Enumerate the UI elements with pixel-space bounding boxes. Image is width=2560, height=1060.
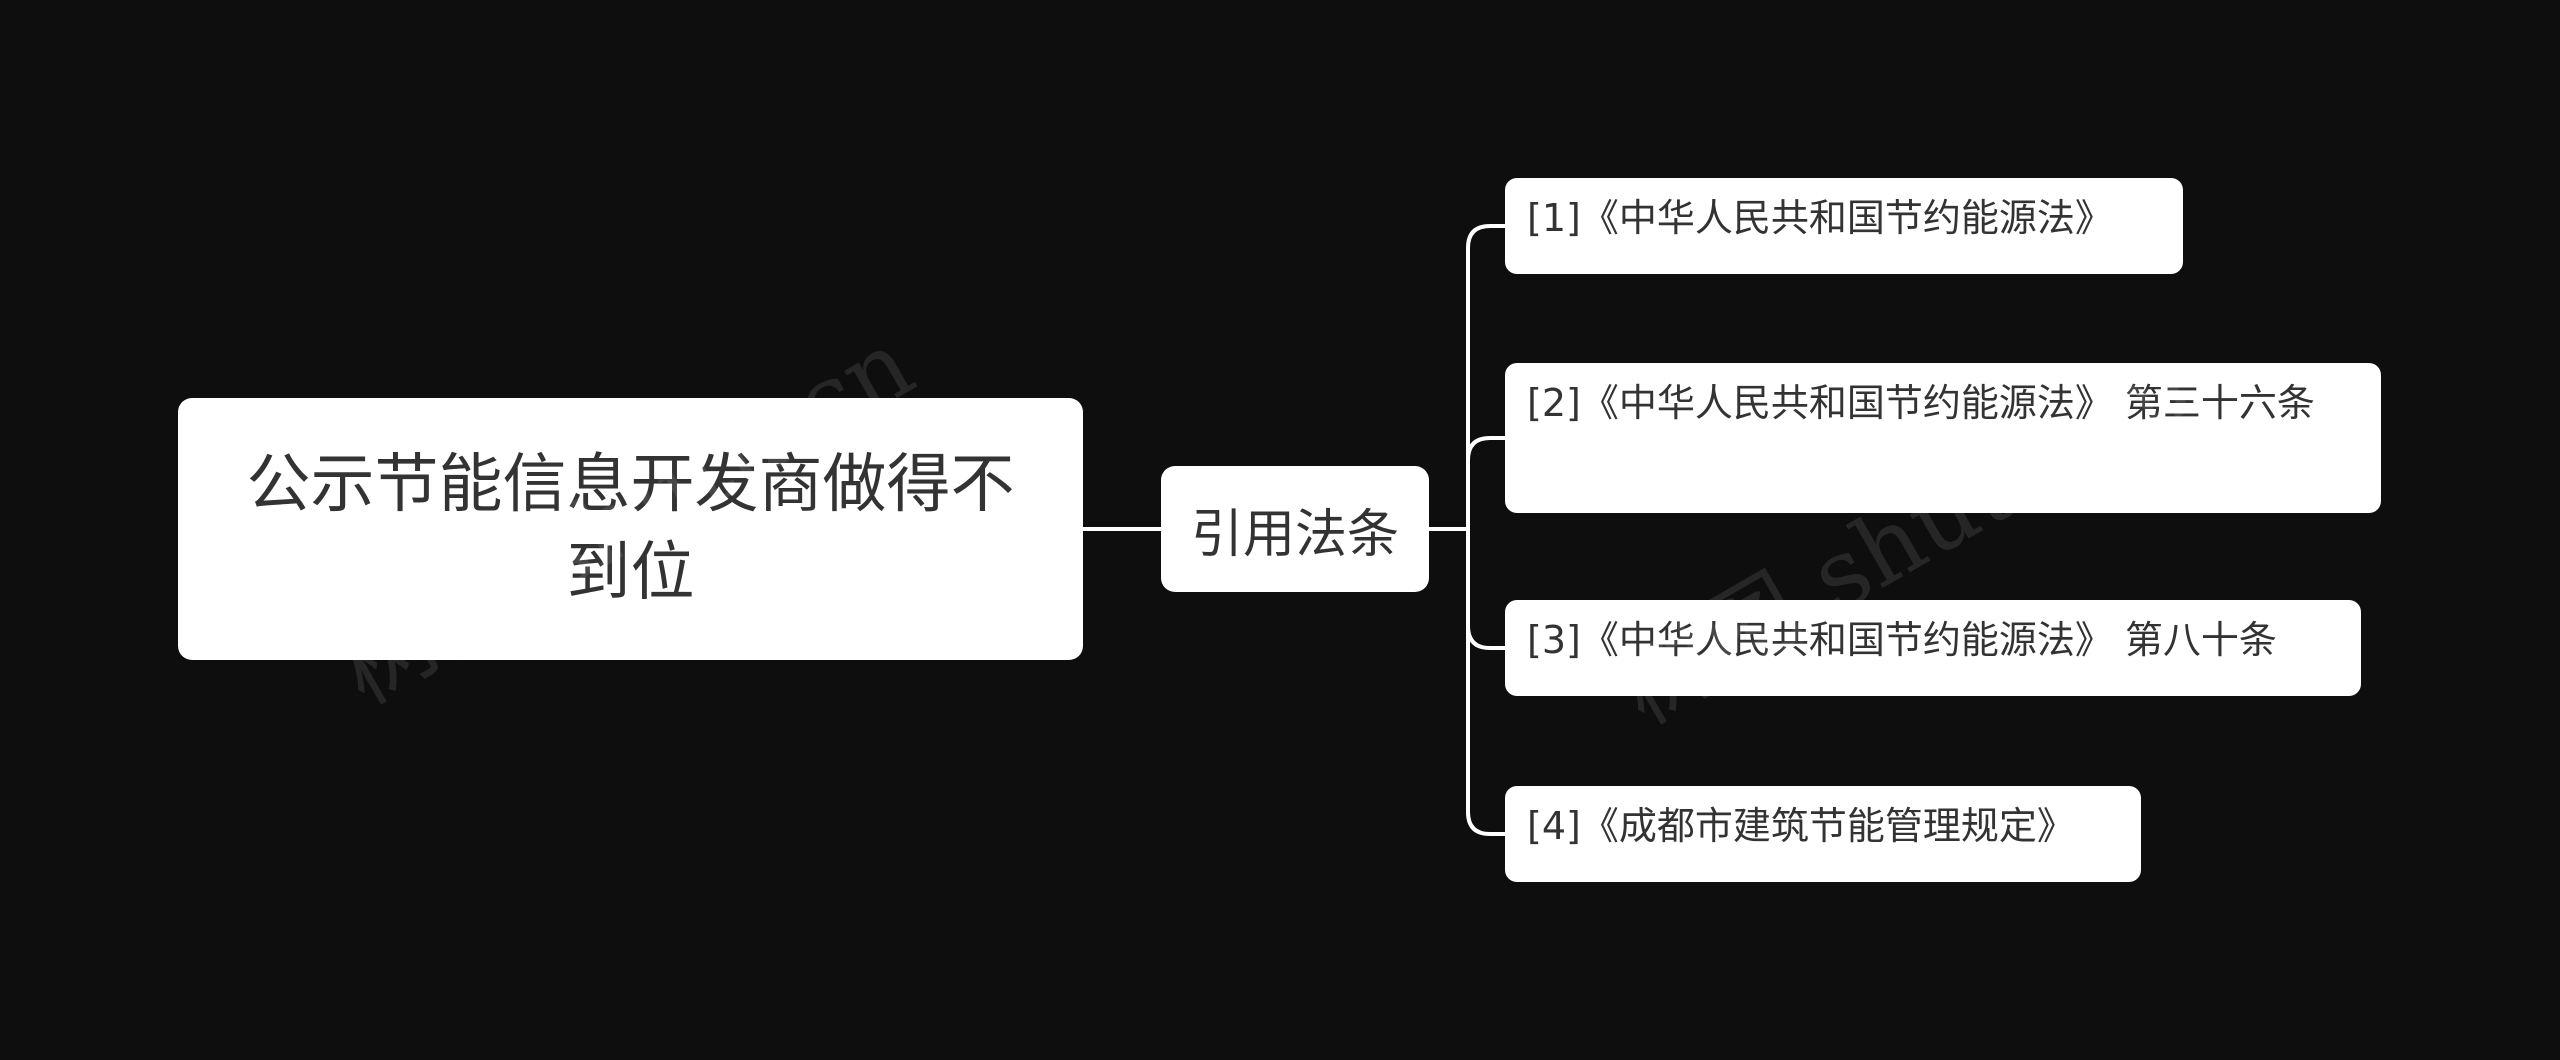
leaf-node[interactable]: [3]《中华人民共和国节约能源法》 第八十条 xyxy=(1505,600,2361,696)
connector-leaf-3 xyxy=(1466,529,1505,650)
leaf-node[interactable]: [2]《中华人民共和国节约能源法》 第三十六条 xyxy=(1505,363,2381,513)
leaf-node-label: [3]《中华人民共和国节约能源法》 第八十条 xyxy=(1527,618,2277,662)
branch-node-label: 引用法条 xyxy=(1190,504,1399,565)
leaf-node[interactable]: [4]《成都市建筑节能管理规定》 xyxy=(1505,786,2141,882)
connector-leaf-4 xyxy=(1466,626,1505,836)
leaf-node-label: [1]《中华人民共和国节约能源法》 xyxy=(1527,196,2113,240)
leaf-node-label: [2]《中华人民共和国节约能源法》 第三十六条 xyxy=(1527,381,2315,425)
connector-leaf-1 xyxy=(1466,224,1505,529)
root-node[interactable]: 公示节能信息开发商做得不到位 xyxy=(178,398,1083,660)
connector-leaf-2 xyxy=(1466,436,1505,461)
root-node-label: 公示节能信息开发商做得不到位 xyxy=(246,448,1015,610)
leaf-node[interactable]: [1]《中华人民共和国节约能源法》 xyxy=(1505,178,2183,274)
branch-node[interactable]: 引用法条 xyxy=(1161,466,1429,592)
leaf-node-label: [4]《成都市建筑节能管理规定》 xyxy=(1527,804,2075,848)
